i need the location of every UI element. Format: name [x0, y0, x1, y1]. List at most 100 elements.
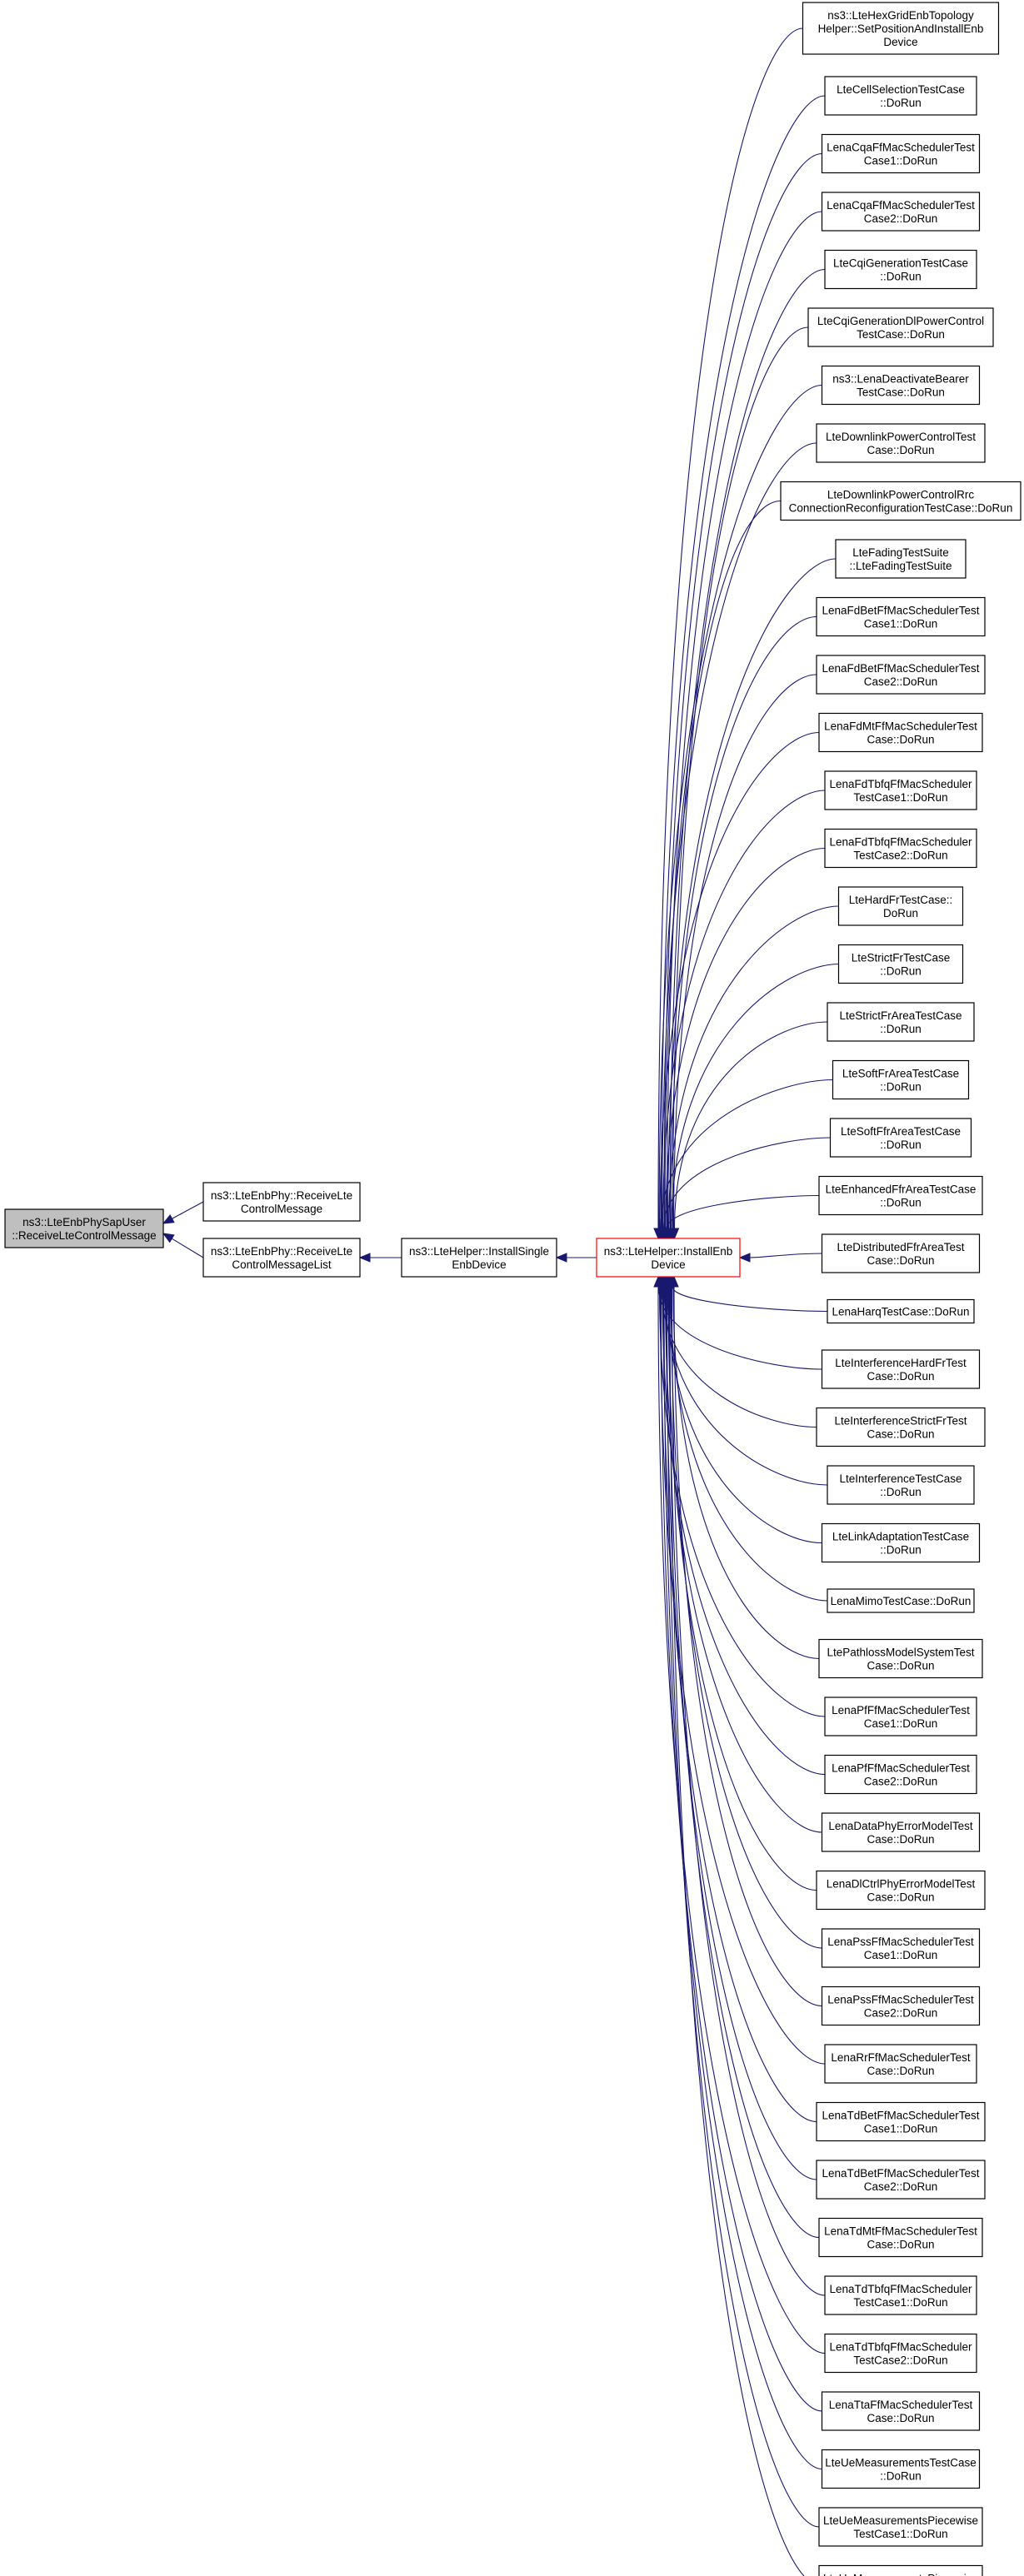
edge: [665, 847, 826, 1229]
node-caller-28-label-line: LtePathlossModelSystemTest: [827, 1647, 974, 1659]
node-caller-25[interactable]: LteInterferenceTestCase::DoRun: [827, 1465, 975, 1505]
node-caller-19[interactable]: LteSoftFfrAreaTestCase::DoRun: [829, 1118, 972, 1158]
node-caller-25-box: [827, 1465, 975, 1505]
node-caller-43-box: [818, 2507, 983, 2547]
node-caller-19-label-line: ::DoRun: [880, 1139, 922, 1151]
arrow-head: [358, 1253, 371, 1263]
node-caller-13-box: [824, 770, 977, 810]
node-caller-20[interactable]: LteEnhancedFfrAreaTestCase::DoRun: [818, 1175, 983, 1216]
node-caller-4[interactable]: LteCqiGenerationTestCase::DoRun: [824, 249, 977, 290]
node-install-enb-device-label-line: ns3::LteHelper::InstallEnb: [604, 1245, 733, 1258]
node-caller-3-label-line: Case2::DoRun: [864, 212, 938, 225]
node-caller-0-box: [802, 2, 1000, 55]
node-caller-42[interactable]: LteUeMeasurementsTestCase::DoRun: [821, 2449, 981, 2489]
node-caller-15-label-line: DoRun: [883, 907, 918, 919]
node-caller-31-label-line: Case::DoRun: [867, 1833, 934, 1846]
node-caller-0[interactable]: ns3::LteHexGridEnbTopologyHelper::SetPos…: [802, 2, 1000, 55]
node-caller-37-label-line: LenaTdBetFfMacSchedulerTest: [822, 2167, 979, 2180]
edge: [671, 1286, 826, 2296]
node-caller-29-label-line: Case1::DoRun: [864, 1717, 938, 1730]
node-caller-23-label-line: Case::DoRun: [867, 1370, 934, 1383]
edge: [672, 674, 817, 1229]
edge: [660, 1079, 833, 1229]
node-caller-9-label-line: ::LteFadingTestSuite: [849, 560, 952, 572]
node-caller-6-label-line: ns3::LenaDeactivateBearer: [832, 373, 969, 386]
node-caller-44[interactable]: LteUeMeasurementsPiecewiseTestCase2::DoR…: [818, 2564, 983, 2576]
node-caller-5-label-line: TestCase::DoRun: [857, 328, 945, 341]
node-caller-8-label-line: LteDownlinkPowerControlRrc: [827, 489, 975, 501]
node-caller-38-label-line: Case::DoRun: [867, 2239, 934, 2251]
node-caller-21-box: [821, 1233, 981, 1273]
node-caller-24-label-line: Case::DoRun: [867, 1428, 934, 1441]
node-caller-15[interactable]: LteHardFrTestCase::DoRun: [837, 886, 964, 926]
edge: [658, 1286, 826, 1717]
node-caller-2-box: [821, 133, 981, 174]
node-caller-27[interactable]: LenaMimoTestCase::DoRun: [827, 1588, 975, 1613]
node-caller-30-label-line: LenaPfFfMacSchedulerTest: [832, 1762, 970, 1775]
node-caller-16-box: [837, 944, 964, 984]
node-caller-8[interactable]: LteDownlinkPowerControlRrcConnectionReco…: [780, 481, 1022, 521]
node-caller-22[interactable]: LenaHarqTestCase::DoRun: [827, 1298, 975, 1324]
node-caller-26[interactable]: LteLinkAdaptationTestCase::DoRun: [821, 1522, 981, 1563]
node-caller-35-label-line: Case::DoRun: [867, 2065, 934, 2077]
node-level1-phy_recv_list[interactable]: ns3::LteEnbPhy::ReceiveLteControlMessage…: [202, 1238, 361, 1278]
node-caller-39-label-line: TestCase1::DoRun: [853, 2296, 947, 2309]
node-caller-1[interactable]: LteCellSelectionTestCase::DoRun: [824, 76, 977, 116]
node-root[interactable]: ns3::LteEnbPhySapUser::ReceiveLteControl…: [4, 1208, 164, 1248]
node-caller-43[interactable]: LteUeMeasurementsPiecewiseTestCase1::DoR…: [818, 2507, 983, 2547]
node-caller-41-label-line: Case::DoRun: [867, 2412, 934, 2424]
node-level1-phy_recv_msg[interactable]: ns3::LteEnbPhy::ReceiveLteControlMessage: [202, 1182, 361, 1222]
node-caller-4-label-line: LteCqiGenerationTestCase: [833, 257, 968, 270]
node-caller-17[interactable]: LteStrictFrAreaTestCase::DoRun: [827, 1002, 975, 1042]
node-caller-18-label-line: LteSoftFrAreaTestCase: [842, 1068, 959, 1080]
node-caller-0-label-line: ns3::LteHexGridEnbTopology: [827, 9, 974, 22]
node-caller-3-box: [821, 192, 981, 232]
edge: [666, 1286, 820, 2528]
node-caller-5[interactable]: LteCqiGenerationDlPowerControlTestCase::…: [807, 307, 994, 347]
node-caller-21-label-line: Case::DoRun: [867, 1254, 934, 1267]
node-caller-40-label-line: LenaTdTbfqFfMacScheduler: [829, 2341, 972, 2354]
node-caller-16[interactable]: LteStrictFrTestCase::DoRun: [837, 944, 964, 984]
node-caller-18[interactable]: LteSoftFrAreaTestCase::DoRun: [832, 1059, 970, 1100]
node-caller-35-label-line: LenaRrFfMacSchedulerTest: [831, 2051, 971, 2064]
arrow-head: [738, 1253, 751, 1263]
edge: [657, 1286, 822, 1370]
edge: [669, 268, 826, 1229]
node-caller-16-label-line: LteStrictFrTestCase: [852, 952, 951, 964]
node-caller-11-label-line: Case2::DoRun: [864, 675, 938, 688]
node-caller-9[interactable]: LteFadingTestSuite::LteFadingTestSuite: [835, 539, 967, 579]
node-caller-26-label-line: LteLinkAdaptationTestCase: [832, 1531, 969, 1543]
edge: [662, 1137, 831, 1229]
node-level1-phy_recv_msg-label-line: ns3::LteEnbPhy::ReceiveLte: [211, 1189, 352, 1202]
edge: [669, 1286, 805, 2576]
node-caller-15-label-line: LteHardFrTestCase::: [849, 894, 953, 906]
